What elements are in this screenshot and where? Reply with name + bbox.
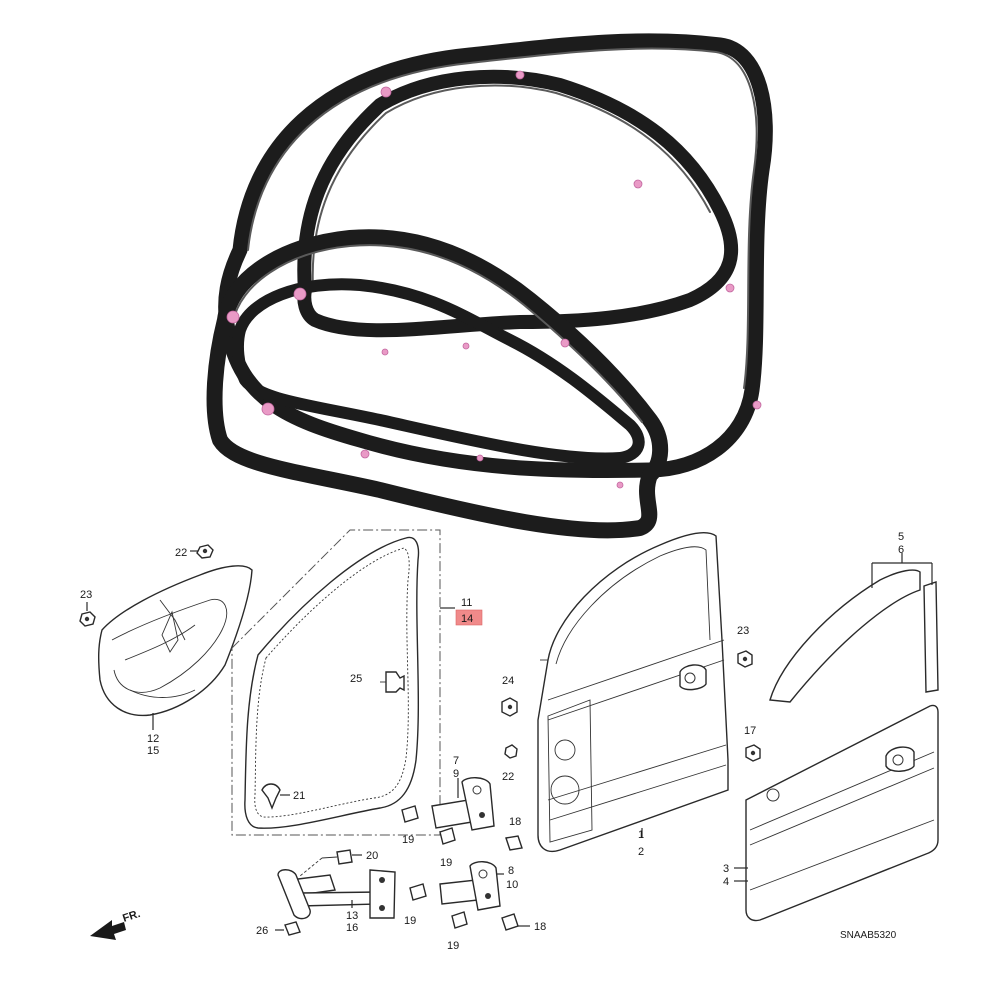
nut-part	[196, 544, 214, 559]
bolt-part	[501, 913, 519, 931]
highlight-box	[455, 609, 483, 626]
bolt-part	[299, 849, 353, 877]
front-arrow-icon	[90, 920, 126, 940]
bolt-part	[401, 805, 419, 823]
door-checker-part	[277, 869, 396, 920]
upper-hinge-part	[431, 777, 495, 831]
callout-7: 7	[453, 755, 459, 767]
callout-21: 21	[293, 790, 305, 802]
callout-6: 6	[898, 544, 904, 556]
callout-18-b: 18	[534, 921, 546, 933]
clip-mark	[560, 338, 570, 348]
callout-19-a: 19	[402, 834, 414, 846]
callout-19-c: 19	[404, 915, 416, 927]
clip-mark	[752, 400, 762, 410]
callout-13: 13	[346, 910, 358, 922]
door-inner-sheet-part	[97, 565, 253, 717]
clip-mark	[380, 86, 392, 98]
callout-20: 20	[366, 850, 378, 862]
callout-19-d: 19	[447, 940, 459, 952]
clip-mark	[616, 481, 624, 489]
front-marker-label: FR.	[121, 908, 142, 925]
diagram-image-code: SNAAB5320	[840, 930, 897, 941]
window-molding-part	[769, 569, 939, 703]
clip-mark	[725, 283, 735, 293]
lower-hinge-part	[439, 861, 501, 911]
front-direction-marker: FR.	[90, 908, 142, 940]
door-shell-part	[537, 532, 729, 853]
callout-16: 16	[346, 922, 358, 934]
callout-22-top: 22	[175, 547, 187, 559]
callout-17: 17	[744, 725, 756, 737]
clip-mark	[293, 287, 307, 301]
callout-2: 2	[638, 846, 644, 858]
bolt-part	[284, 921, 301, 936]
nut-part	[501, 697, 518, 717]
callout-3: 3	[723, 863, 729, 875]
callout-4: 4	[723, 876, 729, 888]
callout-24: 24	[502, 675, 514, 687]
callout-1: 1	[638, 829, 644, 841]
clip-mark	[226, 310, 240, 324]
nut-part	[504, 744, 518, 759]
clip-mark	[633, 179, 643, 189]
weatherstrip-clips	[226, 70, 762, 489]
clip-mark	[360, 449, 370, 459]
callout-10: 10	[506, 879, 518, 891]
bolt-part	[409, 883, 427, 901]
callout-22-mid: 22	[502, 771, 514, 783]
door-weatherstrip-seal-photo	[206, 33, 773, 539]
callout-15: 15	[147, 745, 159, 757]
clip-mark	[476, 454, 484, 462]
weatherstrip-group-box	[231, 529, 441, 836]
nut-part	[745, 744, 761, 762]
weatherstrip-inner-loop	[231, 278, 645, 465]
callout-11: 11	[461, 597, 472, 609]
callout-5: 5	[898, 531, 904, 543]
clip-mark	[462, 342, 470, 350]
clip-part	[261, 783, 281, 810]
weatherstrip-outer-loop	[218, 33, 773, 479]
bolt-part	[439, 827, 456, 845]
clip-mark	[381, 348, 389, 356]
nut-part	[79, 611, 96, 627]
callout-8: 8	[508, 865, 514, 877]
callout-14: 14	[461, 613, 473, 625]
bolt-part	[505, 835, 523, 851]
callout-23-right: 23	[737, 625, 749, 637]
weatherstrip-upper-loop	[297, 69, 739, 338]
callout-23-left: 23	[80, 589, 92, 601]
clip-mark	[261, 402, 275, 416]
weatherstrip-lower-loop	[206, 229, 669, 539]
callout-9: 9	[453, 768, 459, 780]
clip-mark	[515, 70, 525, 80]
door-outer-skin-part	[745, 704, 939, 922]
callout-25: 25	[350, 673, 362, 685]
callout-18-a: 18	[509, 816, 521, 828]
nut-part	[737, 650, 753, 668]
callout-19-b: 19	[440, 857, 452, 869]
clip-part	[380, 671, 405, 693]
callout-26: 26	[256, 925, 268, 937]
bolt-part	[451, 911, 468, 929]
callout-12: 12	[147, 733, 159, 745]
